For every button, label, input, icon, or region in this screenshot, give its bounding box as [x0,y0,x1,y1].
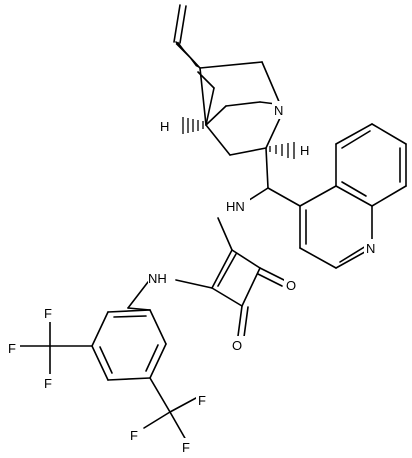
atom-f-right-1: F [198,393,206,408]
atom-hn-top: HN [226,199,245,214]
atom-f-left-1: F [44,306,52,321]
bond-nh-squaramide [217,217,233,251]
atom-n-quinoline: N [366,241,375,256]
cf3-right [143,377,197,441]
atom-labels: N H H HN NH N O O F F F F F F [6,101,380,456]
atom-f-left-2: F [8,341,16,356]
atom-f-left-3: F [44,376,52,391]
squaramide-ring [175,249,285,338]
atom-h-bridgehead: H [160,119,169,134]
quinuclidine-cage [175,41,281,156]
atom-h-c8: H [300,143,309,158]
quinoline-ring [299,123,407,269]
hashed-bond-c8 [269,142,295,159]
c9-bonds [245,187,301,207]
atom-o-lower: O [232,338,242,353]
vinyl-group [173,4,201,69]
cf3-left [19,317,93,375]
atom-n-quinuclidine: N [274,103,283,118]
atom-f-right-2: F [130,428,138,443]
hashed-bond-bridgehead [182,117,204,134]
atom-o-upper: O [286,278,296,293]
atom-f-right-3: F [182,440,190,455]
bond-c8-c9 [265,147,269,189]
atom-nh-left: NH [148,271,167,286]
aryl-ring [91,281,167,381]
